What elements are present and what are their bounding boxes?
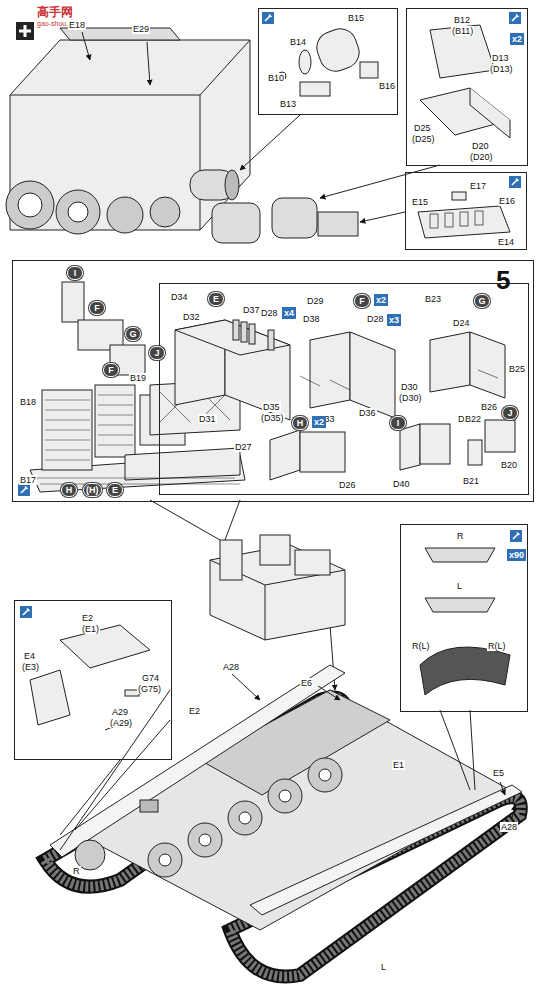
callout-number: (G75) xyxy=(137,684,162,694)
assembly-letter: H xyxy=(292,416,308,430)
callout-number: E2 xyxy=(188,706,201,716)
callout-number: B23 xyxy=(424,294,442,304)
callout-number: A28 xyxy=(500,822,518,832)
callout-number: (E1) xyxy=(81,624,100,634)
assembly-letter: E xyxy=(107,483,123,497)
callout-number: L xyxy=(456,581,463,591)
callout-number: D28 xyxy=(260,308,279,318)
callout-number: L xyxy=(380,962,387,972)
callout-number: B17 xyxy=(19,475,37,485)
assembly-letter: J xyxy=(149,346,165,360)
step-number: 5 xyxy=(495,265,511,295)
callout-number: E15 xyxy=(411,197,429,207)
callout-panel: E17E15 E16E14 xyxy=(405,172,527,250)
quantity-badge: x3 xyxy=(387,314,401,326)
assembly-letter: (H) xyxy=(83,483,102,497)
callout-number: B15 xyxy=(347,13,365,23)
callout-number: E14 xyxy=(497,237,515,247)
callout-panel: Rx90L R(L) R(L) xyxy=(400,524,528,712)
callout-number: A29 xyxy=(111,707,129,717)
callout-number: R xyxy=(456,531,465,541)
callout-number: B14 xyxy=(289,37,307,47)
callout-number: D24 xyxy=(452,318,471,328)
quantity-badge: x2 xyxy=(374,294,388,306)
callout-panel: E2(E1) E4(E3) G74(G75) A29(A29) xyxy=(14,600,172,760)
callout-panel: B15B14B16B13 B10 xyxy=(258,8,398,115)
assembly-letter: I xyxy=(390,416,406,430)
callout-number: B19 xyxy=(129,373,147,383)
assembly-letter: F xyxy=(354,294,370,308)
quantity-badge: x2 xyxy=(312,416,326,428)
callout-number: B22 xyxy=(464,414,482,424)
callout-number: (D35) xyxy=(260,413,285,423)
callout-number: (B11) xyxy=(451,26,474,36)
assembly-letter: H xyxy=(61,483,77,497)
callout-number: B10 xyxy=(267,73,285,83)
callout-number: B18 xyxy=(19,397,37,407)
callout-number: B21 xyxy=(462,476,480,486)
callout-number: D34 xyxy=(170,292,189,302)
assembly-letter: G xyxy=(474,294,490,308)
callout-number: B26 xyxy=(480,402,498,412)
watermark: 高手网 xyxy=(36,6,74,19)
callout-number: E1 xyxy=(392,760,405,770)
assembly-letter: F xyxy=(89,301,105,315)
callout-number: D27 xyxy=(234,442,253,452)
callout-number: D37 xyxy=(242,305,261,315)
assembly-letter: J xyxy=(502,406,518,420)
callout-number: D40 xyxy=(392,479,411,489)
callout-number: E5 xyxy=(492,768,505,778)
callout-number: D28 xyxy=(366,314,385,324)
callout-number: B13 xyxy=(279,99,297,109)
callout-number: D35 xyxy=(262,402,281,412)
callout-number: D13 xyxy=(491,53,510,63)
quantity-badge: x90 xyxy=(507,549,526,561)
callout-number: D36 xyxy=(358,408,377,418)
assembly-letter: I xyxy=(67,266,83,280)
callout-number: (A29) xyxy=(109,718,133,728)
callout-number: R(L) xyxy=(411,641,431,651)
callout-number: B20 xyxy=(500,460,518,470)
callout-number: (E3) xyxy=(21,662,40,672)
callout-panel: D34ED37D28x4D32D35(D35)D31D29Fx2D38D28x3… xyxy=(159,283,529,495)
assembly-letter: G xyxy=(125,327,141,341)
callout-number: E6 xyxy=(300,678,313,688)
callout-number: E16 xyxy=(498,196,516,206)
callout-number: D29 xyxy=(306,296,325,306)
quantity-badge: x4 xyxy=(282,307,296,319)
callout-panel: B12(B11) x2D13(D13) D25(D25) D20(D20) xyxy=(406,8,528,166)
callout-number: R xyxy=(72,866,81,876)
callout-number: E4 xyxy=(23,651,36,661)
callout-number: A28 xyxy=(222,662,240,672)
callout-number: D26 xyxy=(338,480,357,490)
callout-number: (D30) xyxy=(398,393,423,403)
instruction-icon xyxy=(18,12,522,618)
callout-number: B12 xyxy=(453,15,471,25)
callout-number: G74 xyxy=(141,673,160,683)
callout-number: D31 xyxy=(198,414,217,424)
callout-number: E2 xyxy=(81,613,94,623)
assembly-letter: F xyxy=(103,363,119,377)
step-frame: D34ED37D28x4D32D35(D35)D31D29Fx2D38D28x3… xyxy=(12,260,534,502)
quantity-badge: x2 xyxy=(510,33,524,45)
callout-number: D20 xyxy=(471,141,490,151)
callout-number: E17 xyxy=(469,181,487,191)
callout-number: D30 xyxy=(400,382,419,392)
callout-number: B25 xyxy=(508,364,526,374)
callout-number: D32 xyxy=(182,312,201,322)
assembly-letter: E xyxy=(208,292,224,306)
callout-number: (D20) xyxy=(469,152,494,162)
callout-number: D25 xyxy=(413,123,432,133)
callout-number: R(L) xyxy=(487,641,507,651)
callout-number: (D13) xyxy=(489,64,514,74)
callout-number: B16 xyxy=(378,81,396,91)
callout-number: D38 xyxy=(302,314,321,324)
callout-number: E29 xyxy=(132,24,150,34)
callout-number: (D25) xyxy=(411,134,436,144)
callout-number: E18 xyxy=(68,20,86,30)
